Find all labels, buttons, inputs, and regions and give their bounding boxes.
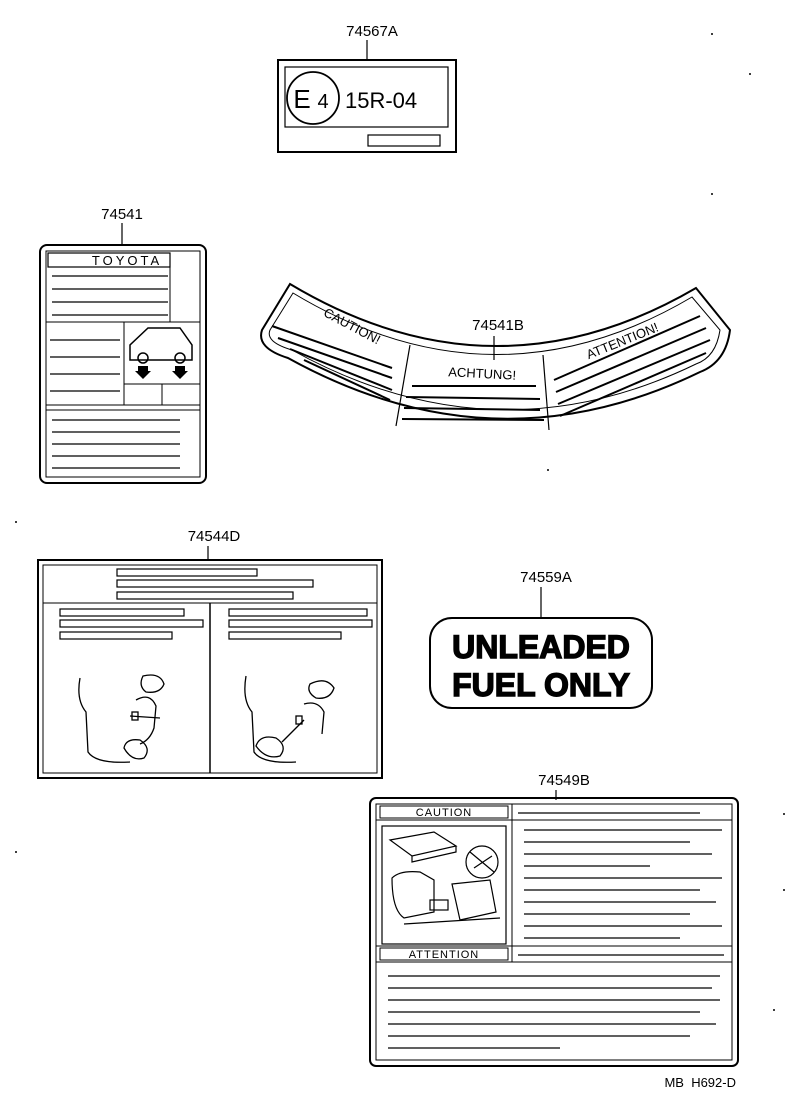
label-74559a: 74559A UNLEADED FUEL ONLY	[429, 569, 653, 709]
attention-header-text: ATTENTION	[409, 949, 480, 961]
unleaded-text: UNLEADED	[452, 629, 630, 665]
label-74567a: 74567A E 4 15R-04	[277, 23, 457, 153]
caution-header-text: CAUTION	[416, 807, 473, 819]
part-number-74559a: 74559A	[520, 569, 572, 586]
seat-figure-left-icon	[78, 674, 165, 763]
car-tire-icon	[129, 327, 193, 379]
achtung-text: ACHTUNG!	[448, 364, 517, 383]
label-74549b: 74549B CAUTION ATTENTION	[369, 772, 739, 1067]
approval-code: 15R-04	[345, 88, 417, 113]
attention-text: ATTENTION!	[584, 320, 660, 362]
e-mark-digit: 4	[317, 91, 328, 113]
diagram-reference-code: MB H692-D	[664, 1075, 736, 1090]
part-number-74541: 74541	[101, 206, 143, 223]
fuel-only-text: FUEL ONLY	[452, 667, 630, 703]
caution-text: CAUTION!	[321, 305, 383, 347]
seat-figure-right-icon	[244, 675, 335, 763]
part-number-74541b: 74541B	[472, 317, 524, 334]
label-74541b: 74541B CAUTION! ACHTUNG! ATTENTION!	[260, 282, 732, 431]
label-74544d: 74544D	[37, 528, 383, 779]
scan-specks	[15, 33, 785, 1011]
toyota-brand-text: TOYOTA	[92, 253, 162, 268]
part-number-74549b: 74549B	[538, 772, 590, 789]
label-74541: 74541 TOYOTA	[39, 206, 207, 484]
e-mark-letter: E	[293, 84, 310, 114]
part-number-74567a: 74567A	[346, 23, 398, 40]
tray-illustration-icon	[388, 831, 501, 925]
e-mark-circle	[286, 71, 340, 125]
part-number-74544d: 74544D	[188, 528, 241, 545]
